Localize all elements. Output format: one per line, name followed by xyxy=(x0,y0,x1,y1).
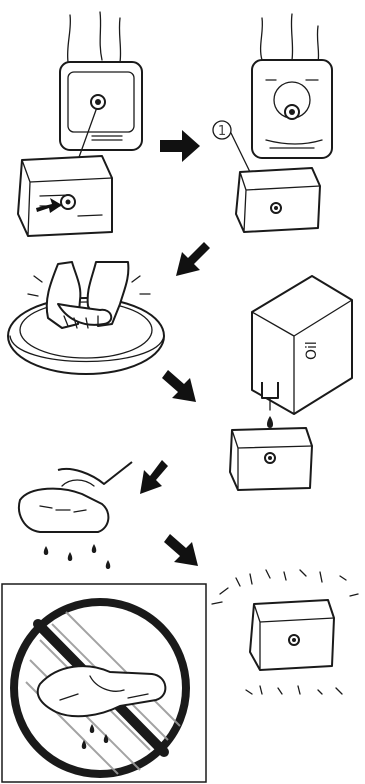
arrow-step-3-to-4 xyxy=(162,370,196,402)
callout-1: 1 xyxy=(218,124,226,139)
arrow-step-1-to-2 xyxy=(160,130,200,162)
oil-container-label: Oil xyxy=(304,341,320,360)
step-sponge-part: 1 xyxy=(213,14,332,232)
step-squeeze-sponge xyxy=(19,462,132,569)
step-oil-sponge: Oil xyxy=(230,276,352,490)
prohibition-panel xyxy=(2,584,206,782)
arrow-step-2-to-3 xyxy=(176,242,210,276)
arrow-step-4-to-5 xyxy=(140,460,168,494)
step-clean-sponge xyxy=(212,570,358,694)
step-wash-sponge xyxy=(8,262,164,374)
step-remove-sponge xyxy=(18,12,142,236)
arrow-step-5-to-6 xyxy=(164,534,198,566)
